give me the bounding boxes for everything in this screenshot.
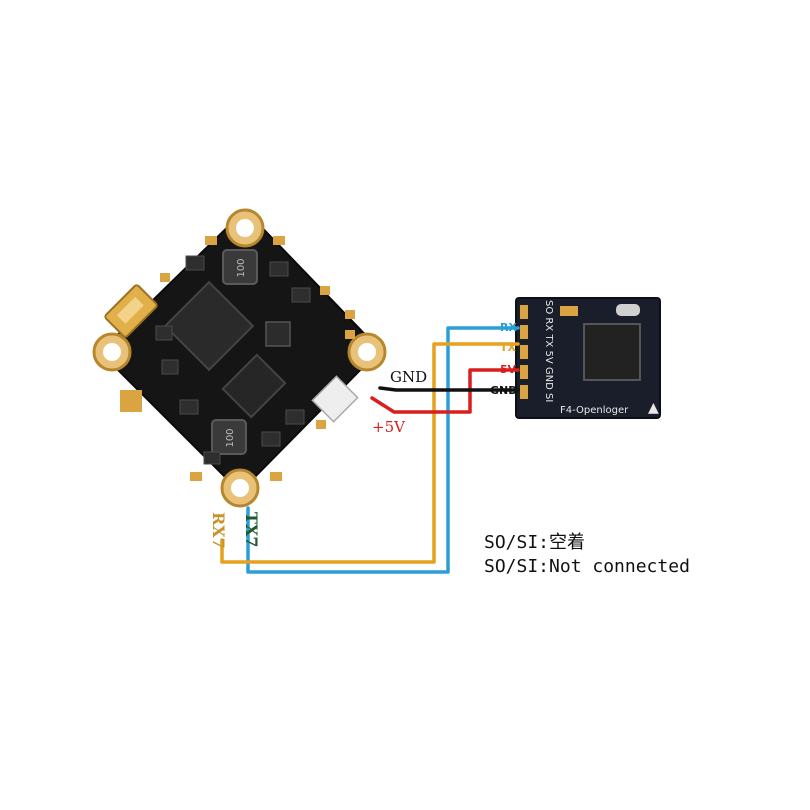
mosfets (155, 255, 311, 465)
openlogger-module: SO RX TX 5V GND SI F4-Openloger ▲ (515, 297, 661, 419)
note-chinese: SO/SI:空着 (484, 532, 586, 553)
wire-tx (220, 342, 520, 564)
fc-gnd-label: GND (390, 368, 427, 386)
edge-pads (120, 236, 355, 481)
driver-chip (221, 353, 287, 419)
logger-pads (520, 305, 528, 399)
flight-controller-board: 100 100 + (92, 208, 387, 508)
logger-triangle-mark: ▲ (648, 400, 659, 416)
usb-connector (104, 284, 158, 338)
logger-mcu-chip (583, 323, 641, 381)
logger-tx-label: TX (500, 341, 517, 354)
receiver-connector (311, 375, 359, 423)
inductor-top: 100 (222, 249, 258, 285)
polarity-plus-mark: + (95, 372, 110, 393)
logger-rx-label: RX (500, 321, 517, 334)
wire-5v (370, 368, 520, 414)
logger-pin-row-label: SO RX TX 5V GND SI (543, 300, 554, 402)
gyro-chip (265, 321, 291, 347)
wires (220, 326, 520, 574)
logger-5v-label: 5V (500, 363, 517, 376)
inductor-label-bottom: 100 (225, 428, 236, 447)
mcu-chip (163, 280, 255, 372)
mounting-hole-bottom (220, 468, 260, 508)
logger-gnd-label: GND (490, 384, 517, 397)
mounting-hole-right (347, 332, 387, 372)
logger-crystal (616, 304, 640, 316)
fc-5v-label: +5V (372, 418, 406, 436)
fc-tx7-label: TX7 (242, 512, 261, 547)
fc-rx7-label: RX7 (209, 512, 228, 549)
logger-name-label: F4-Openloger (560, 405, 629, 416)
note-english: SO/SI:Not connected (484, 556, 690, 577)
mounting-hole-left (92, 332, 132, 372)
inductor-bottom: 100 (211, 419, 247, 455)
inductor-label-top: 100 (236, 258, 247, 277)
wire-rx (246, 326, 520, 574)
wire-gnd (378, 386, 520, 392)
mounting-hole-top (225, 208, 265, 248)
logger-cap (560, 306, 578, 316)
